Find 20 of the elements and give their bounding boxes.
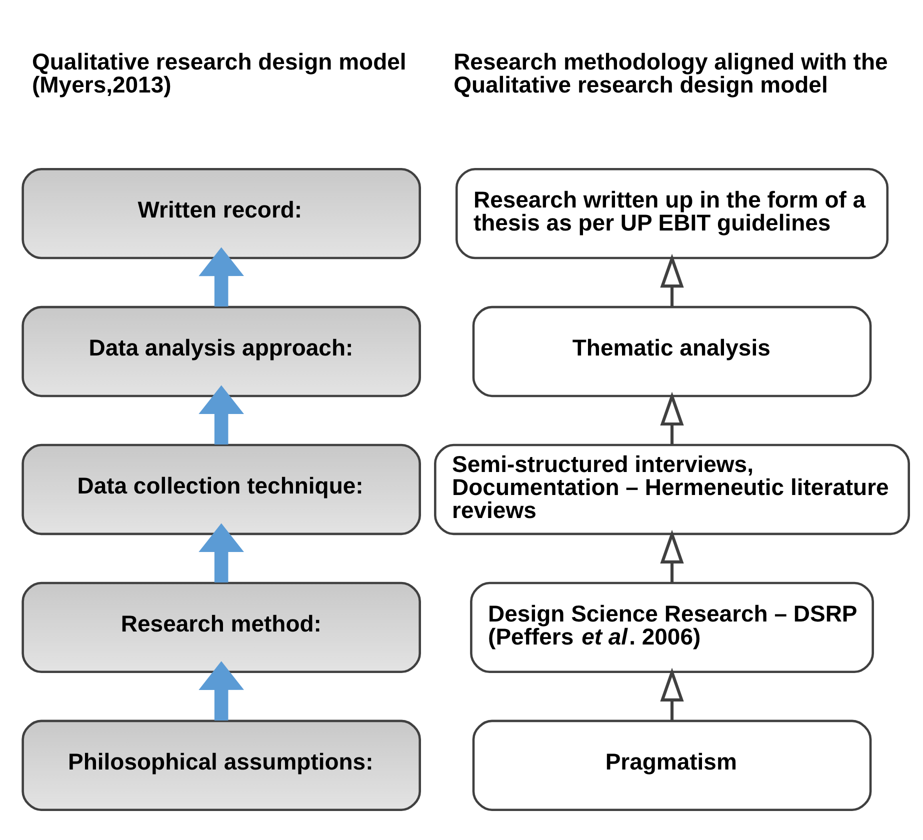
arrow bbox=[198, 246, 244, 306]
node-box: Philosophical assumptions: bbox=[21, 719, 420, 811]
arrow bbox=[660, 667, 684, 720]
label: Qualitative research design model (Myers,2013) bbox=[32, 48, 406, 97]
node-box: Data analysis approach: bbox=[21, 305, 420, 397]
arrow bbox=[198, 384, 244, 444]
node-box: Pragmatism bbox=[472, 719, 872, 811]
arrow bbox=[198, 660, 244, 720]
node-box: Thematic analysis bbox=[472, 305, 872, 397]
node-box: Research method: bbox=[21, 581, 420, 673]
node-box: Written record: bbox=[21, 167, 420, 259]
label: Research methodology aligned with the Qualitative research design model bbox=[453, 48, 888, 97]
node-box: Data collection technique: bbox=[21, 443, 420, 535]
arrow bbox=[660, 253, 684, 306]
arrow bbox=[660, 391, 684, 444]
node-box: Semi-structured interviews, Documentation – Hermeneutic literature reviews bbox=[434, 443, 910, 535]
node-box: Research written up in the form of a thesis as per UP EBIT guidelines bbox=[454, 167, 888, 259]
arrow bbox=[660, 529, 684, 582]
node-box: Design Science Research – DSRP (Peffers et al. 2006) bbox=[470, 581, 874, 673]
arrow bbox=[198, 522, 244, 582]
